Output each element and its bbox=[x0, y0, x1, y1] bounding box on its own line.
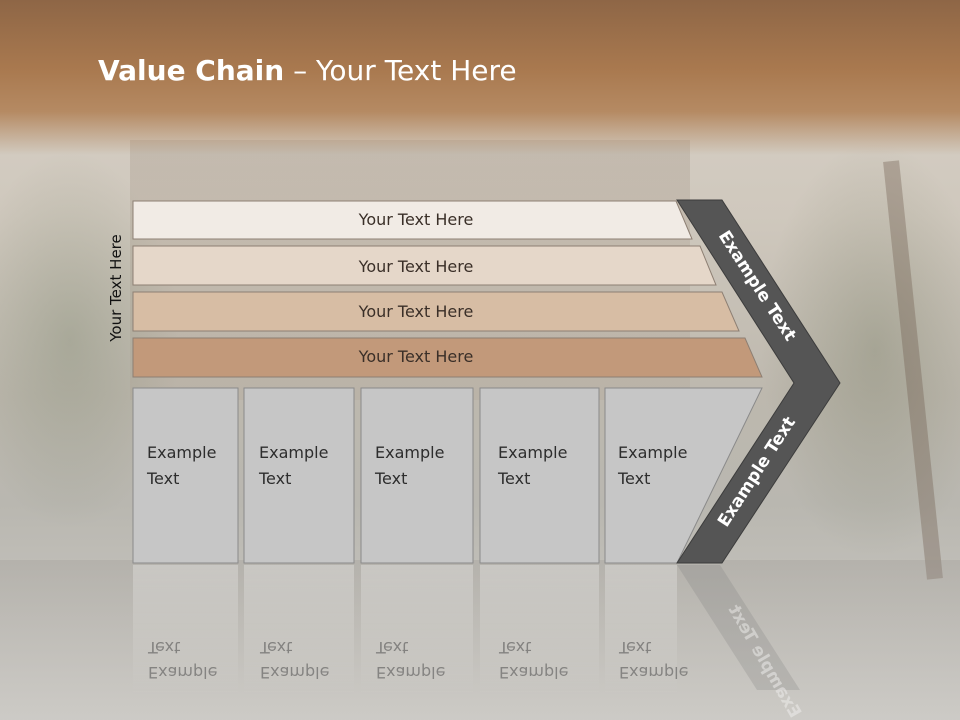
chevron-arrow bbox=[676, 199, 841, 564]
value-column-3 bbox=[360, 387, 474, 564]
column-reflection bbox=[244, 565, 354, 695]
value-column-3-line1: Example bbox=[375, 443, 444, 462]
column-reflection-text: Text bbox=[259, 638, 292, 657]
value-column-4-line2: Text bbox=[497, 469, 530, 488]
value-band-3 bbox=[132, 291, 740, 332]
value-column-1 bbox=[132, 387, 239, 564]
slide-title-rest: – Your Text Here bbox=[284, 54, 517, 87]
column-reflection-text: Text bbox=[375, 638, 408, 657]
value-column-2 bbox=[243, 387, 355, 564]
column-reflection-text: Example bbox=[376, 663, 445, 682]
column-reflection-text: Example bbox=[260, 663, 329, 682]
column-reflection-text: Example bbox=[148, 663, 217, 682]
column-reflection bbox=[361, 565, 473, 695]
value-band-3-label: Your Text Here bbox=[358, 302, 474, 321]
side-label: Your Text Here bbox=[107, 234, 125, 342]
value-column-4-line1: Example bbox=[498, 443, 567, 462]
value-band-2-label: Your Text Here bbox=[358, 257, 474, 276]
column-reflection-text: Text bbox=[618, 638, 651, 657]
column-reflection bbox=[133, 565, 238, 695]
value-band-2 bbox=[132, 245, 717, 286]
value-column-3-line2: Text bbox=[374, 469, 407, 488]
diagram-reflection: Example Text Example Text Example Text E… bbox=[133, 565, 805, 720]
column-reflection-text: Example bbox=[619, 663, 688, 682]
column-reflection bbox=[605, 565, 677, 695]
value-column-4 bbox=[479, 387, 600, 564]
column-reflection-text: Text bbox=[498, 638, 531, 657]
value-column-2-line1: Example bbox=[259, 443, 328, 462]
title-banner: Value Chain – Your Text Here bbox=[0, 0, 960, 155]
value-column-5-line1: Example bbox=[618, 443, 687, 462]
value-band-4-label: Your Text Here bbox=[358, 347, 474, 366]
slide-title-bold: Value Chain bbox=[98, 54, 285, 87]
column-reflection bbox=[480, 565, 599, 695]
value-band-4 bbox=[132, 337, 763, 378]
value-band-1 bbox=[132, 200, 693, 240]
value-column-1-line2: Text bbox=[146, 469, 179, 488]
arrow-reflection bbox=[677, 565, 800, 690]
value-band-1-label: Your Text Here bbox=[358, 210, 474, 229]
column-reflection-text: Text bbox=[147, 638, 180, 657]
column-reflection-text: Example bbox=[499, 663, 568, 682]
arrow-reflection-text: Example Text bbox=[724, 601, 805, 720]
slide-title: Value Chain – Your Text Here bbox=[98, 54, 517, 87]
value-column-5-line2: Text bbox=[617, 469, 650, 488]
value-column-2-line2: Text bbox=[258, 469, 291, 488]
value-column-1-line1: Example bbox=[147, 443, 216, 462]
